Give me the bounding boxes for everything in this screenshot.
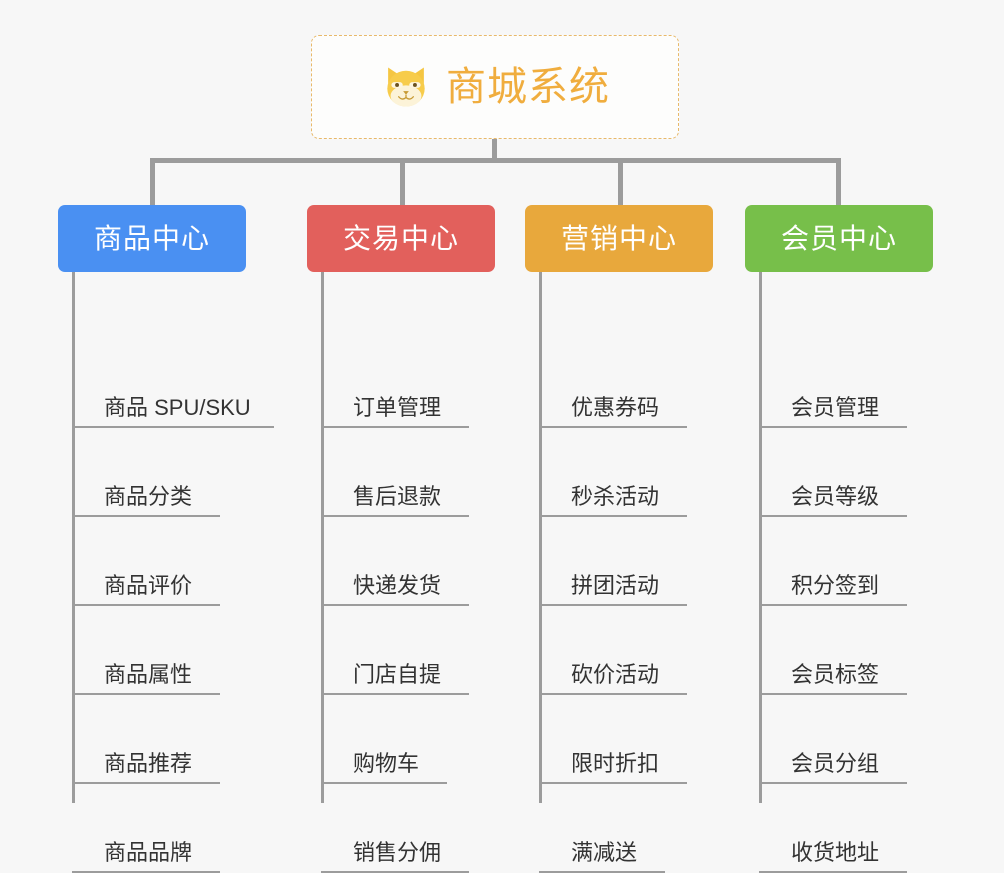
column-spine <box>759 272 762 803</box>
connector-stem <box>492 139 497 162</box>
list-item[interactable]: 商品 SPU/SKU <box>72 339 274 428</box>
connector-drop-1 <box>150 158 155 206</box>
leaf-underline <box>759 782 907 784</box>
list-item[interactable]: 订单管理 <box>321 339 469 428</box>
column-spine <box>321 272 324 803</box>
list-item-label: 积分签到 <box>791 573 880 598</box>
list-item-label: 售后退款 <box>353 484 442 509</box>
category-label: 商品中心 <box>93 222 210 254</box>
list-item-label: 快递发货 <box>353 573 442 598</box>
list-item-label: 购物车 <box>353 751 420 776</box>
leaf-underline <box>72 426 274 428</box>
list-item-label: 砍价活动 <box>571 662 660 687</box>
list-item[interactable]: 满减送 <box>539 784 665 873</box>
list-item[interactable]: 限时折扣 <box>539 695 687 784</box>
category-label: 交易中心 <box>342 222 459 254</box>
list-item[interactable]: 商品品牌 <box>72 784 220 873</box>
list-item-label: 商品评价 <box>104 573 193 598</box>
category-label: 会员中心 <box>780 222 897 254</box>
connector-drop-3 <box>618 158 623 206</box>
leaf-underline <box>321 515 469 517</box>
leaf-underline <box>321 693 469 695</box>
column-marketing-center: 营销中心 优惠券码 秒杀活动 拼团活动 砍价活动 限时折扣 满减送 <box>525 205 713 873</box>
category-box-member-center[interactable]: 会员中心 <box>745 205 933 272</box>
leaf-underline <box>759 426 907 428</box>
list-item[interactable]: 会员管理 <box>759 339 907 428</box>
leaf-underline <box>72 782 220 784</box>
column-product-center: 商品中心 商品 SPU/SKU 商品分类 商品评价 商品属性 商品推荐 商品品牌 <box>58 205 274 873</box>
list-item-label: 订单管理 <box>353 395 442 420</box>
list-item[interactable]: 收货地址 <box>759 784 907 873</box>
root-title: 商城系统 <box>446 65 610 109</box>
list-item-label: 限时折扣 <box>571 751 660 776</box>
list-item[interactable]: 商品推荐 <box>72 695 220 784</box>
leaf-underline <box>759 693 907 695</box>
leaf-underline <box>539 693 687 695</box>
leaf-underline <box>72 515 220 517</box>
column-spine <box>72 272 75 803</box>
column-member-center: 会员中心 会员管理 会员等级 积分签到 会员标签 会员分组 收货地址 <box>745 205 933 873</box>
leaf-underline <box>539 426 687 428</box>
list-item[interactable]: 砍价活动 <box>539 606 687 695</box>
list-item[interactable]: 拼团活动 <box>539 517 687 606</box>
shiba-dog-icon <box>387 67 425 109</box>
list-item[interactable]: 售后退款 <box>321 428 469 517</box>
list-item[interactable]: 会员等级 <box>759 428 907 517</box>
list-item-label: 优惠券码 <box>571 395 660 420</box>
list-item-label: 商品品牌 <box>104 840 193 865</box>
leaf-underline <box>759 515 907 517</box>
list-item-label: 商品 SPU/SKU <box>104 395 251 420</box>
leaf-underline <box>72 604 220 606</box>
list-item-label: 会员等级 <box>791 484 880 509</box>
leaf-underline <box>321 426 469 428</box>
list-item[interactable]: 秒杀活动 <box>539 428 687 517</box>
leaf-underline <box>321 604 469 606</box>
list-item[interactable]: 购物车 <box>321 695 447 784</box>
connector-drop-2 <box>400 158 405 206</box>
list-item-label: 会员管理 <box>791 395 880 420</box>
list-item[interactable]: 商品属性 <box>72 606 220 695</box>
connector-drop-4 <box>836 158 841 206</box>
list-item-label: 满减送 <box>571 840 638 865</box>
leaf-underline <box>539 782 687 784</box>
leaf-underline <box>321 782 447 784</box>
list-item[interactable]: 积分签到 <box>759 517 907 606</box>
list-item-label: 会员分组 <box>791 751 880 776</box>
category-box-marketing-center[interactable]: 营销中心 <box>525 205 713 272</box>
list-item-label: 商品推荐 <box>104 751 193 776</box>
list-item[interactable]: 门店自提 <box>321 606 469 695</box>
list-item-label: 秒杀活动 <box>571 484 660 509</box>
list-item-label: 拼团活动 <box>571 573 660 598</box>
list-item[interactable]: 会员标签 <box>759 606 907 695</box>
list-item[interactable]: 销售分佣 <box>321 784 469 873</box>
list-item[interactable]: 会员分组 <box>759 695 907 784</box>
connector-bus <box>150 158 840 163</box>
list-item-label: 会员标签 <box>791 662 880 687</box>
column-spine <box>539 272 542 803</box>
list-item[interactable]: 快递发货 <box>321 517 469 606</box>
list-item-label: 门店自提 <box>353 662 442 687</box>
category-box-product-center[interactable]: 商品中心 <box>58 205 246 272</box>
list-item-label: 收货地址 <box>791 840 880 865</box>
list-item-label: 销售分佣 <box>353 840 442 865</box>
leaf-underline <box>759 604 907 606</box>
list-item[interactable]: 商品评价 <box>72 517 220 606</box>
column-trade-center: 交易中心 订单管理 售后退款 快递发货 门店自提 购物车 销售分佣 <box>307 205 495 873</box>
mindmap-canvas: 商城系统 商品中心 商品 SPU/SKU 商品分类 商品评价 商品属性 商品推荐… <box>58 35 933 873</box>
category-box-trade-center[interactable]: 交易中心 <box>307 205 495 272</box>
leaf-underline <box>72 693 220 695</box>
leaf-underline <box>539 515 687 517</box>
list-item[interactable]: 优惠券码 <box>539 339 687 428</box>
list-item[interactable]: 商品分类 <box>72 428 220 517</box>
list-item-label: 商品属性 <box>104 662 193 687</box>
list-item-label: 商品分类 <box>104 484 193 509</box>
leaf-underline <box>539 604 687 606</box>
category-label: 营销中心 <box>560 222 677 254</box>
root-node[interactable]: 商城系统 <box>311 35 679 139</box>
